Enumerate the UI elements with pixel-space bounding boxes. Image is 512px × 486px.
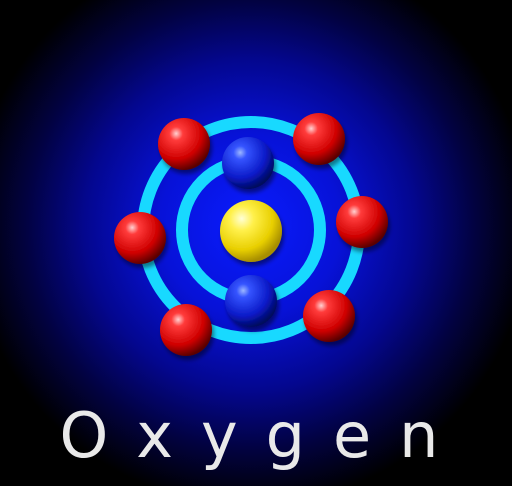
outer-electron-top-left [158,118,210,170]
outer-electron-top-right [293,113,345,165]
inner-electron-bottom [225,275,277,327]
outer-electron-bottom-right [303,290,355,342]
element-name-label: Oxygen [59,399,467,472]
nucleus-particle [220,200,282,262]
outer-electron-left [114,212,166,264]
inner-electron-top [222,137,274,189]
outer-electron-right [336,196,388,248]
outer-electron-bottom-left [160,304,212,356]
